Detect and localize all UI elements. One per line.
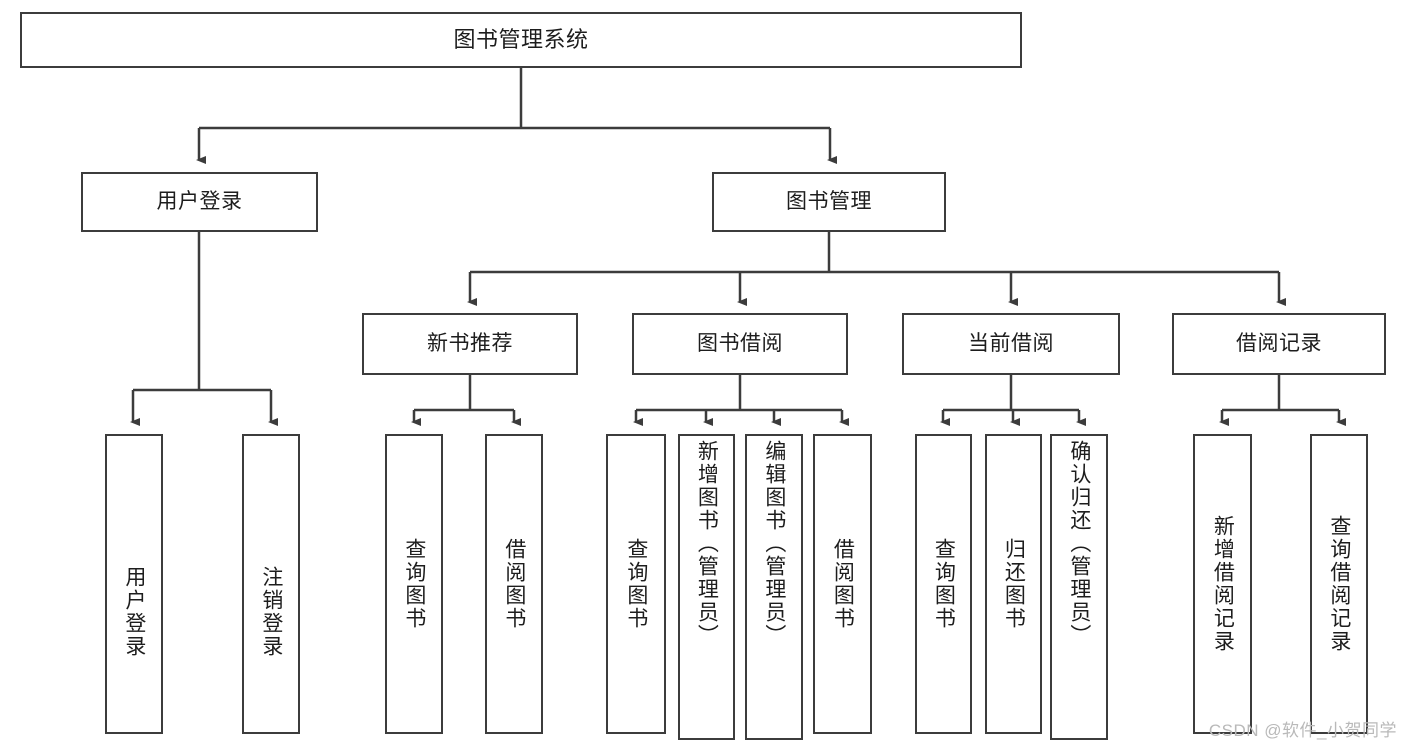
- node-borrow-record[interactable]: 借阅记录: [1172, 313, 1386, 375]
- node-current-borrow[interactable]: 当前借阅: [902, 313, 1120, 375]
- leaf-borrow-book-recommend-label: 借阅图书: [502, 538, 526, 630]
- leaf-logout-login-label: 注销登录: [259, 566, 283, 658]
- leaf-add-book-admin-label: 新增图书（管理员）: [695, 440, 719, 647]
- node-root[interactable]: 图书管理系统: [20, 12, 1022, 68]
- leaf-add-borrow-record[interactable]: 新增借阅记录: [1193, 434, 1252, 734]
- leaf-user-login-label: 用户登录: [122, 566, 146, 658]
- node-book-management-label: 图书管理: [786, 190, 872, 214]
- leaf-logout-login[interactable]: 注销登录: [242, 434, 300, 734]
- node-borrow-record-label: 借阅记录: [1236, 332, 1322, 356]
- leaf-query-book-borrow[interactable]: 查询图书: [606, 434, 666, 734]
- leaf-edit-book-admin[interactable]: 编辑图书（管理员）: [745, 434, 803, 740]
- leaf-return-book-label: 归还图书: [1002, 538, 1026, 630]
- leaf-user-login[interactable]: 用户登录: [105, 434, 163, 734]
- watermark: CSDN @软件_小贺同学: [1208, 721, 1397, 740]
- leaf-add-borrow-record-label: 新增借阅记录: [1211, 515, 1235, 653]
- node-book-management[interactable]: 图书管理: [712, 172, 946, 232]
- leaf-return-book[interactable]: 归还图书: [985, 434, 1042, 734]
- node-book-borrow[interactable]: 图书借阅: [632, 313, 848, 375]
- leaf-borrow-book-label: 借阅图书: [831, 538, 855, 630]
- leaf-query-borrow-record-label: 查询借阅记录: [1327, 515, 1351, 653]
- node-user-login[interactable]: 用户登录: [81, 172, 318, 232]
- node-user-login-label: 用户登录: [156, 190, 243, 214]
- leaf-confirm-return-admin[interactable]: 确认归还（管理员）: [1050, 434, 1108, 740]
- leaf-borrow-book[interactable]: 借阅图书: [813, 434, 872, 734]
- leaf-query-borrow-record[interactable]: 查询借阅记录: [1310, 434, 1368, 734]
- leaf-query-book-recommend-label: 查询图书: [402, 538, 426, 630]
- leaf-borrow-book-recommend[interactable]: 借阅图书: [485, 434, 543, 734]
- leaf-query-book-current-label: 查询图书: [932, 538, 956, 630]
- node-new-book-recommend-label: 新书推荐: [427, 332, 513, 356]
- leaf-query-book-borrow-label: 查询图书: [624, 538, 648, 630]
- node-book-borrow-label: 图书借阅: [697, 332, 783, 356]
- node-current-borrow-label: 当前借阅: [968, 332, 1054, 356]
- leaf-confirm-return-admin-label: 确认归还（管理员）: [1067, 440, 1091, 647]
- leaf-add-book-admin[interactable]: 新增图书（管理员）: [678, 434, 735, 740]
- node-root-label: 图书管理系统: [453, 26, 589, 52]
- leaf-query-book-recommend[interactable]: 查询图书: [385, 434, 443, 734]
- leaf-edit-book-admin-label: 编辑图书（管理员）: [762, 440, 786, 647]
- node-new-book-recommend[interactable]: 新书推荐: [362, 313, 578, 375]
- leaf-query-book-current[interactable]: 查询图书: [915, 434, 972, 734]
